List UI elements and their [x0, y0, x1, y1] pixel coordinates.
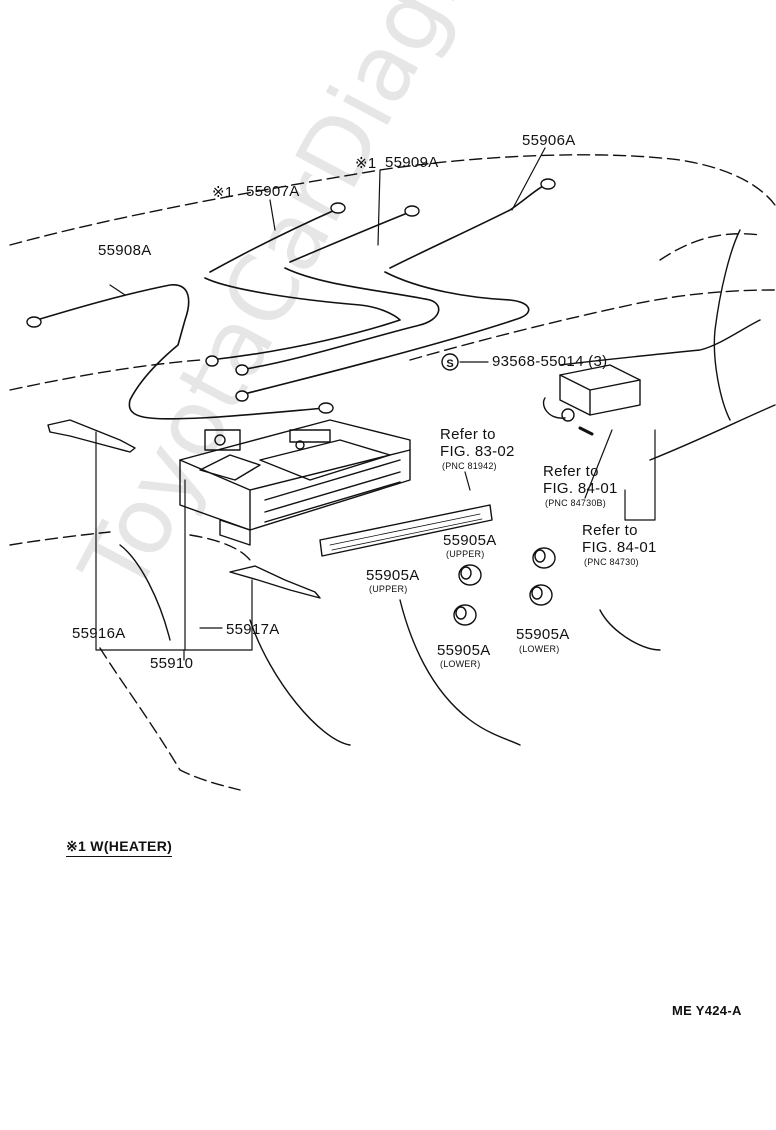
- part-55908a: 55908A: [98, 242, 152, 259]
- s-mark-circle: [441, 353, 459, 371]
- part-55909a: 55909A: [385, 154, 439, 171]
- part-93568-55014: 93568-55014 (3): [492, 353, 608, 370]
- pnc-81942: (PNC 81942): [442, 461, 497, 471]
- knob-upper-1: [458, 564, 482, 586]
- refer-to-1: Refer to: [440, 426, 496, 443]
- blower-switch: [542, 364, 641, 436]
- pnc-84730b: (PNC 84730B): [545, 498, 606, 508]
- knobs: [453, 547, 556, 626]
- cable-eyelets: [26, 178, 556, 414]
- dashboard-contours: [119, 229, 776, 746]
- part-55905a-upper-left: 55905A: [366, 567, 420, 584]
- fig-84-01: FIG. 84-01: [582, 539, 657, 556]
- s-mark: S: [446, 358, 453, 370]
- refer-to-3: Refer to: [582, 522, 638, 539]
- figure-code: ME Y424-A: [672, 1003, 742, 1018]
- knob-lower-1: [453, 604, 477, 626]
- refer-to-2: Refer to: [543, 463, 599, 480]
- heater-note: ※1 W(HEATER): [66, 838, 173, 857]
- mark-55907a: ※1: [212, 184, 234, 201]
- fig-83-02: FIG. 83-02: [440, 443, 515, 460]
- control-panel-plate: [319, 504, 493, 557]
- part-55910: 55910: [150, 655, 194, 672]
- heater-control-assembly: [179, 419, 411, 546]
- clips: [47, 419, 321, 599]
- knob-lower-2: [529, 584, 553, 606]
- part-55917a: 55917A: [226, 621, 280, 638]
- part-55906a: 55906A: [522, 132, 576, 149]
- dashboard-outline: [9, 154, 776, 791]
- part-55907a: 55907A: [246, 183, 300, 200]
- fig-84-01-b: FIG. 84-01: [543, 480, 618, 497]
- lower-label-left: (LOWER): [440, 659, 481, 669]
- lower-label-right: (LOWER): [519, 644, 560, 654]
- part-55916a: 55916A: [72, 625, 126, 642]
- part-55905a-upper-right: 55905A: [443, 532, 497, 549]
- knob-upper-2: [532, 547, 556, 569]
- mark-55909a: ※1: [355, 155, 377, 172]
- part-55905a-lower-left: 55905A: [437, 642, 491, 659]
- upper-label-right: (UPPER): [446, 549, 485, 559]
- control-cables: [29, 184, 546, 420]
- part-55905a-lower-right: 55905A: [516, 626, 570, 643]
- pnc-84730: (PNC 84730): [584, 557, 639, 567]
- upper-label-left: (UPPER): [369, 584, 408, 594]
- leader-lines: [95, 147, 656, 661]
